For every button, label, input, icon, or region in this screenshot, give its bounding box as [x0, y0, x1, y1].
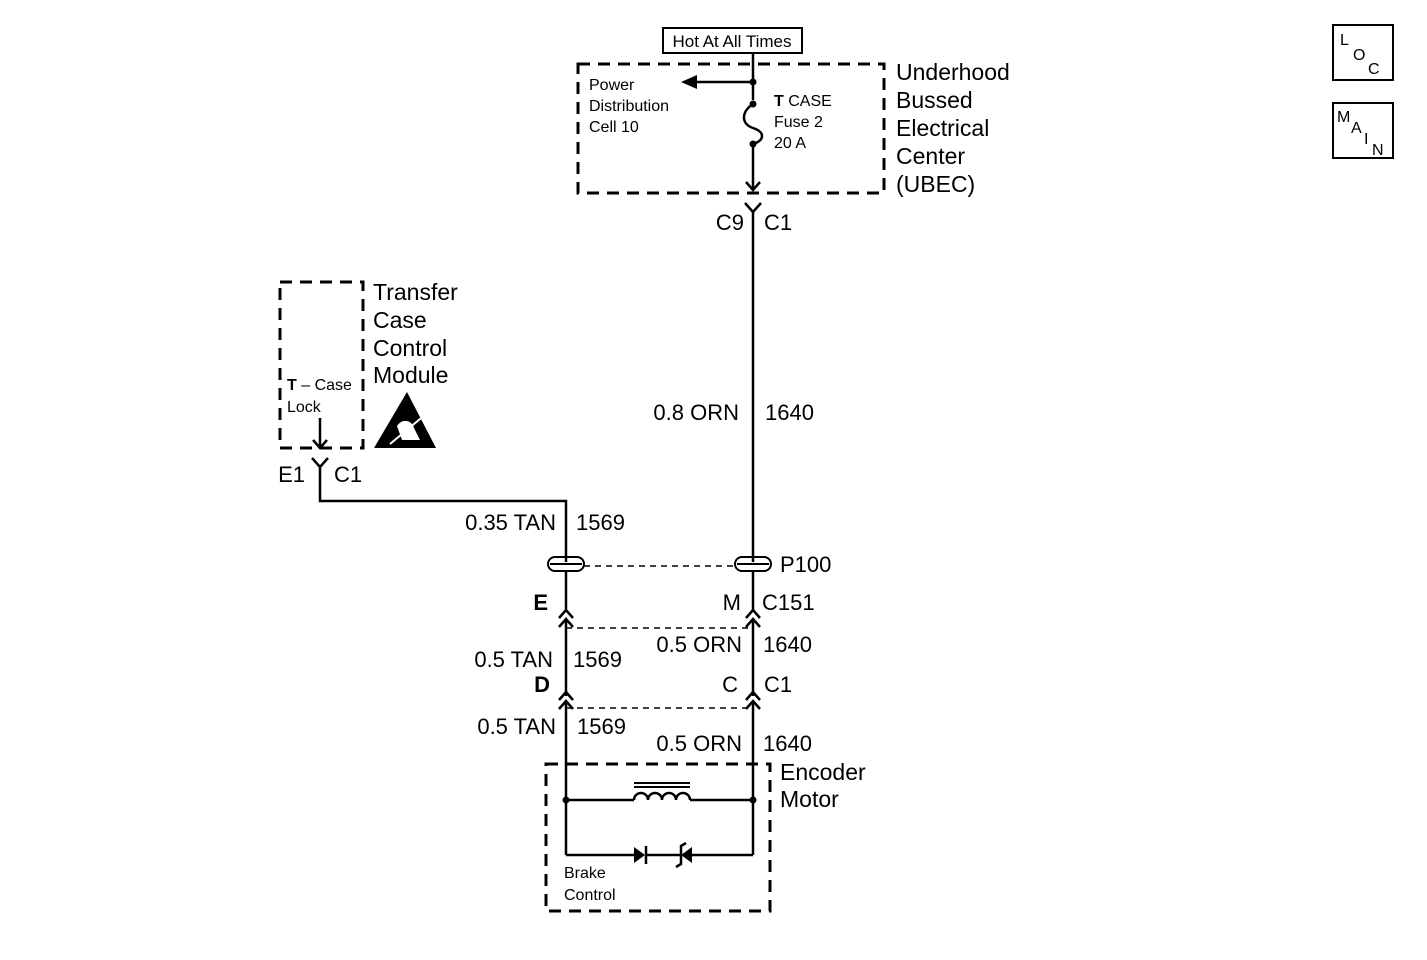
- brake-line-1: Brake: [564, 865, 606, 882]
- encoder-motor-module: Encoder Motor Brake Control: [544, 759, 866, 913]
- ubec-name-1: Underhood: [896, 59, 1010, 85]
- pd-line-3: Cell 10: [589, 119, 639, 136]
- tccm-pin: E1: [278, 462, 305, 487]
- brake-line-2: Control: [564, 887, 616, 904]
- arrow-left-icon: [681, 75, 697, 89]
- tan-wire-upper: [318, 467, 568, 562]
- connector-c151: E M C151: [533, 590, 815, 629]
- pd-line-2: Distribution: [589, 98, 669, 115]
- tccm-name-2: Case: [373, 307, 427, 333]
- tan-lower-circuit: 1569: [577, 714, 626, 739]
- coil-icon: [632, 782, 692, 801]
- connector-motor-c1: D C C1: [534, 672, 792, 710]
- hot-at-all-times-box: Hot At All Times: [662, 27, 803, 54]
- c151-name: C151: [762, 590, 815, 615]
- ubec-pin: C9: [716, 210, 744, 235]
- main-letter-i: I: [1364, 131, 1368, 148]
- orn-mid-size: 0.5 ORN: [656, 632, 742, 657]
- tccm-module: T – Case Lock Transfer Case Control Modu…: [278, 279, 458, 450]
- main-button[interactable]: M A I N: [1332, 102, 1394, 159]
- orn-upper-circuit: 1640: [765, 400, 814, 425]
- tccm-name-1: Transfer: [373, 279, 458, 305]
- ubec-conn: C1: [764, 210, 792, 235]
- ubec-name-2: Bussed: [896, 87, 973, 113]
- loc-letter-c: C: [1368, 61, 1380, 78]
- svg-text:T CASE: T CASE: [774, 93, 832, 110]
- main-letter-m: M: [1337, 109, 1350, 126]
- tccm-input-line2: Lock: [287, 399, 322, 416]
- loc-button[interactable]: L O C: [1332, 24, 1394, 81]
- motor-conn: C1: [764, 672, 792, 697]
- ubec-name-3: Electrical: [896, 115, 989, 141]
- passthrough-p100: P100: [547, 552, 831, 577]
- orn-lower-circuit: 1640: [763, 731, 812, 756]
- fuse-number: Fuse 2: [774, 114, 823, 131]
- tccm-name-3: Control: [373, 335, 447, 361]
- main-letter-a: A: [1351, 120, 1362, 137]
- motor-pin-right: C: [722, 672, 738, 697]
- tccm-input-rest: – Case: [297, 377, 352, 394]
- motor-name-2: Motor: [780, 786, 839, 812]
- ubec-module: Power Distribution Cell 10 T CASE Fuse 2…: [576, 59, 1010, 197]
- tccm-input-bold: T: [287, 377, 297, 394]
- fuse-name-bold: T: [774, 93, 784, 110]
- c151-pin-right: M: [723, 590, 741, 615]
- p100-label: P100: [780, 552, 831, 577]
- tccm-conn: C1: [334, 462, 362, 487]
- ubec-name-5: (UBEC): [896, 171, 975, 197]
- fuse-icon: [742, 102, 764, 146]
- tan-lower-size: 0.5 TAN: [477, 714, 556, 739]
- fuse-rating: 20 A: [774, 135, 806, 152]
- hot-at-all-times-label: Hot At All Times: [672, 32, 791, 51]
- ubec-name-4: Center: [896, 143, 965, 169]
- ubec-connector: C9 C1: [716, 202, 792, 562]
- pd-line-1: Power: [589, 77, 635, 94]
- fuse-name-rest: CASE: [784, 93, 832, 110]
- loc-letter-o: O: [1353, 47, 1365, 64]
- orn-upper-size: 0.8 ORN: [653, 400, 739, 425]
- motor-pin-left: D: [534, 672, 550, 697]
- tan-upper-size: 0.35 TAN: [465, 510, 556, 535]
- svg-text:T – Case: T – Case: [287, 377, 352, 394]
- arrow-down-icon: [312, 439, 328, 450]
- tccm-connector: E1 C1: [278, 457, 362, 487]
- c151-pin-left: E: [533, 590, 548, 615]
- loc-letter-l: L: [1340, 32, 1349, 49]
- tan-mid-size: 0.5 TAN: [474, 647, 553, 672]
- orn-lower-size: 0.5 ORN: [656, 731, 742, 756]
- diode-icon: [634, 846, 648, 864]
- tan-mid-circuit: 1569: [573, 647, 622, 672]
- tan-upper-circuit: 1569: [576, 510, 625, 535]
- motor-name-1: Encoder: [780, 759, 866, 785]
- zener-diode-icon: [675, 841, 692, 869]
- main-letter-n: N: [1372, 142, 1384, 159]
- tccm-name-4: Module: [373, 362, 448, 388]
- orn-mid-circuit: 1640: [763, 632, 812, 657]
- esd-warning-icon: [374, 392, 436, 448]
